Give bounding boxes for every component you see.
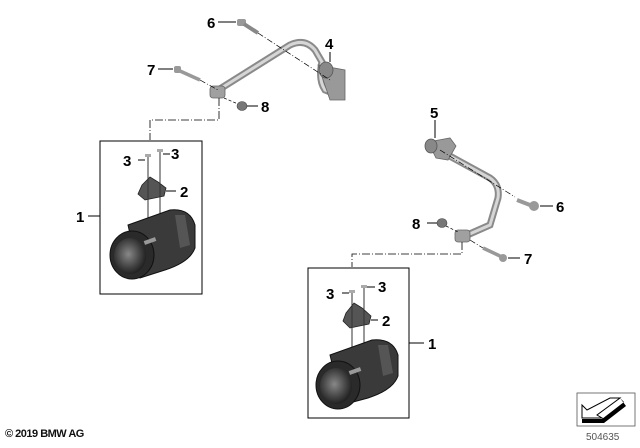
- left-bolt-6: [237, 19, 331, 81]
- callout-2-right: 2: [382, 313, 390, 330]
- callout-1-left: 1: [76, 209, 84, 226]
- callout-3b-right: 3: [378, 279, 386, 296]
- right-bracket-5: [424, 137, 502, 243]
- left-headlight-box: [99, 140, 203, 295]
- left-bolt-7: [174, 66, 219, 91]
- view-direction-arrow-icon: [576, 392, 636, 427]
- callout-6-right: 6: [556, 199, 564, 216]
- right-headlight-1: [315, 285, 399, 410]
- right-nut-8: [436, 218, 459, 233]
- left-nut-8: [223, 97, 248, 111]
- callout-7-left: 7: [147, 62, 155, 79]
- callout-4: 4: [325, 36, 334, 53]
- left-bracket-4: [209, 38, 346, 101]
- left-connector-line: [149, 98, 220, 140]
- callout-3a-right: 3: [326, 286, 334, 303]
- right-connector-line: [351, 242, 463, 267]
- callout-6-left: 6: [207, 15, 215, 32]
- callout-2-left: 2: [180, 184, 188, 201]
- callout-1-right: 1: [428, 336, 436, 353]
- diagram-number: 504635: [586, 432, 620, 443]
- callout-8-left: 8: [261, 99, 269, 116]
- callout-8-right: 8: [412, 216, 420, 233]
- callout-3a-left: 3: [123, 153, 131, 170]
- callout-7-right: 7: [524, 251, 532, 268]
- copyright-text: © 2019 BMW AG: [5, 428, 84, 440]
- left-headlight-1: [109, 149, 196, 280]
- right-bolt-6: [439, 149, 539, 211]
- callout-3b-left: 3: [171, 146, 179, 163]
- callout-5: 5: [430, 105, 438, 122]
- right-bolt-7: [469, 239, 507, 262]
